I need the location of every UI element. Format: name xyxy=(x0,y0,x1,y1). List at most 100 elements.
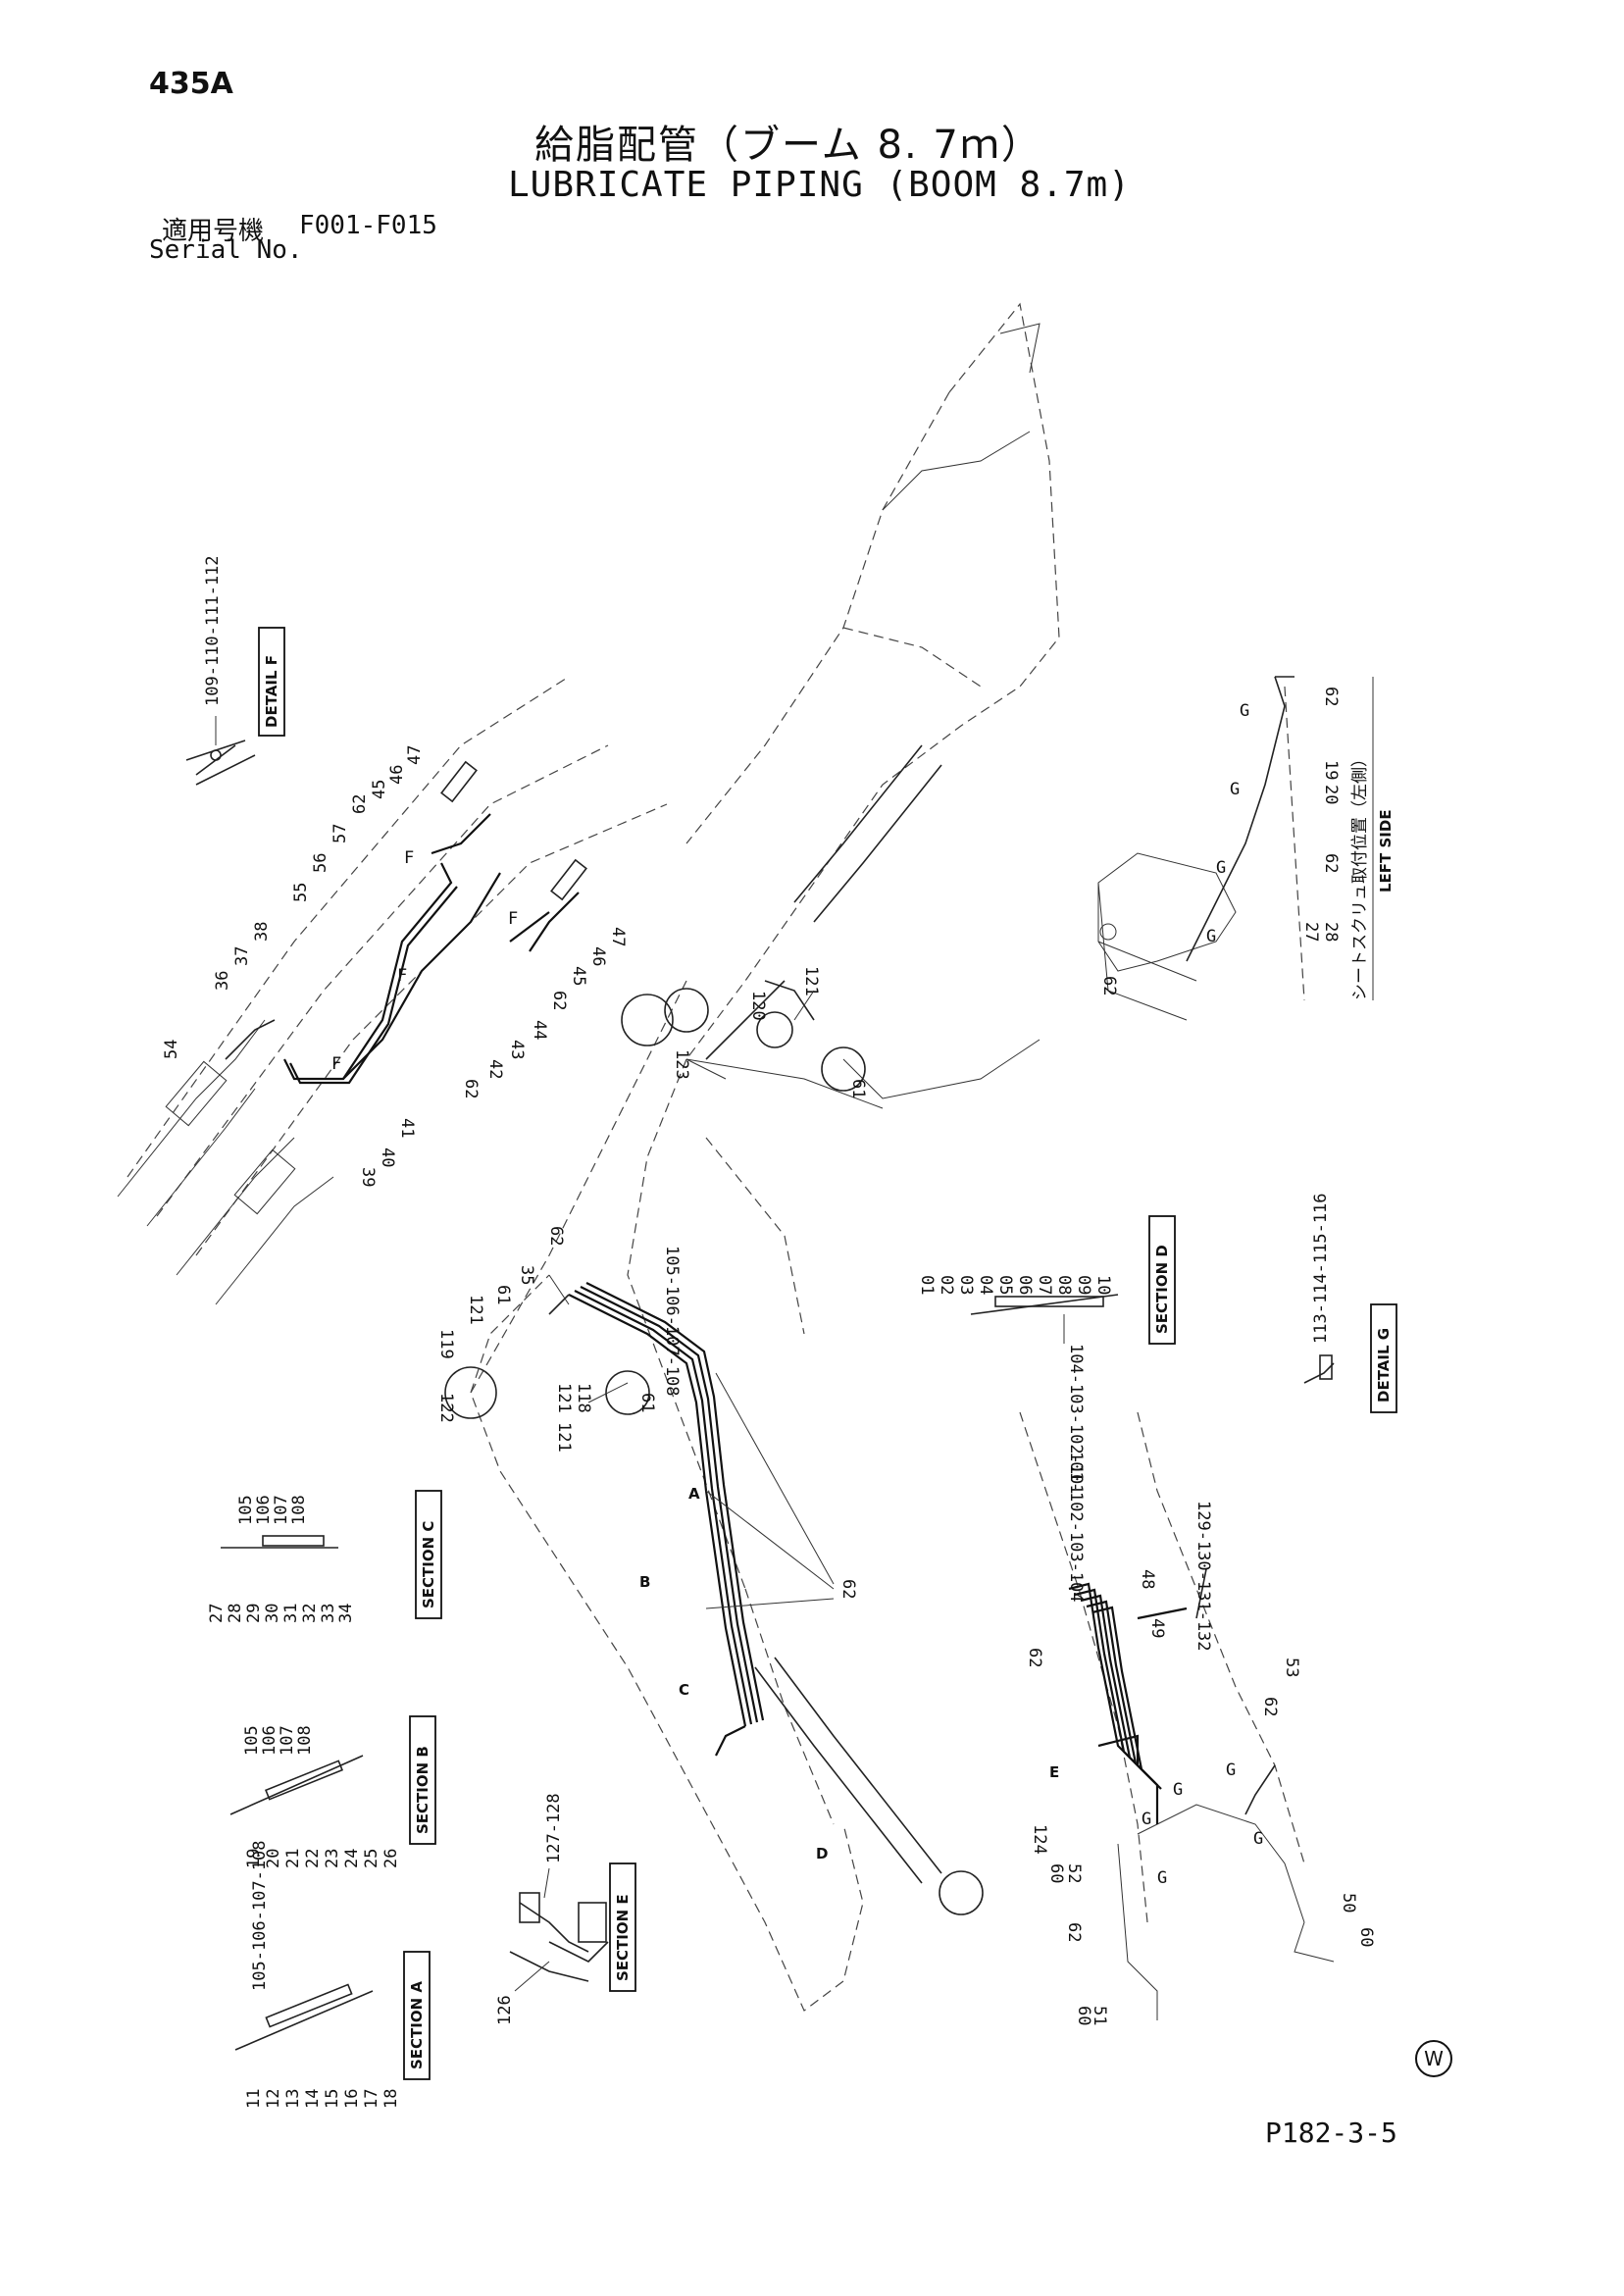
label-42: 42 xyxy=(485,1059,505,1079)
label-61c: 61 xyxy=(637,1393,657,1412)
g-mark-ls-4: G xyxy=(1206,927,1216,946)
label-60c: 60 xyxy=(1356,1927,1376,1947)
label-c-106: 106 xyxy=(254,1495,274,1525)
label-45: 45 xyxy=(370,780,389,799)
label-126: 126 xyxy=(495,1995,515,2025)
label-01: 01 xyxy=(917,1275,937,1295)
label-ls-19: 19 xyxy=(1321,760,1341,780)
label-b-108: 108 xyxy=(295,1725,315,1756)
section-b-title: SECTION B xyxy=(414,1746,431,1834)
label-35: 35 xyxy=(517,1265,536,1285)
g-mark-foot-3: G xyxy=(1157,1868,1167,1888)
label-c-107: 107 xyxy=(272,1495,291,1525)
section-c-title: SECTION C xyxy=(420,1521,437,1608)
label-25: 25 xyxy=(362,1849,381,1868)
label-37: 37 xyxy=(232,946,252,966)
label-33: 33 xyxy=(319,1604,338,1623)
label-ls-27: 27 xyxy=(1301,922,1321,942)
label-08: 08 xyxy=(1054,1275,1074,1295)
label-48: 48 xyxy=(1138,1569,1157,1589)
boom-center-labels: 62 35 61 121 119 122 105-106-107-108 61 … xyxy=(436,1226,858,1609)
boom-upper-labels: 120 121 123 61 xyxy=(672,966,868,1098)
label-57: 57 xyxy=(330,824,350,843)
g-mark-ls-3: G xyxy=(1216,858,1226,878)
g-mark-foot-5: G xyxy=(1253,1829,1263,1849)
label-122: 122 xyxy=(436,1393,456,1423)
g-mark-foot-1: G xyxy=(1142,1810,1151,1829)
label-40: 40 xyxy=(378,1148,397,1167)
label-02: 02 xyxy=(937,1275,956,1295)
label-19: 19 xyxy=(244,1849,264,1868)
label-52: 52 xyxy=(1064,1863,1084,1883)
serial-range: F001-F015 xyxy=(299,211,437,240)
page-title-english: LUBRICATE PIPING (BOOM 8.7m) xyxy=(508,165,1131,205)
serial-label-japanese: 適用号機 xyxy=(162,217,265,246)
label-24: 24 xyxy=(342,1849,362,1868)
label-104-101: 104-103-102-101 xyxy=(1066,1344,1086,1495)
label-121: 121 xyxy=(801,966,821,996)
g-mark-foot-4: G xyxy=(1226,1760,1236,1780)
label-105-108-center: 105-106-107-108 xyxy=(662,1246,682,1397)
label-04: 04 xyxy=(976,1275,995,1295)
detail-g: DETAIL G 113-114-115-116 xyxy=(1303,1193,1397,1413)
label-15: 15 xyxy=(323,2089,342,2109)
left-side-title-en: LEFT SIDE xyxy=(1377,809,1395,893)
upper-left-assembly xyxy=(117,676,668,1305)
label-54: 54 xyxy=(162,1040,181,1059)
label-55: 55 xyxy=(291,883,311,902)
section-markers: A B C D E xyxy=(639,1485,1059,1862)
boom-foot-piping: 101-102-103-104 48 49 129-130-131-132 62… xyxy=(1019,1411,1376,2025)
label-03: 03 xyxy=(956,1275,976,1295)
label-ls-20: 20 xyxy=(1321,785,1341,804)
label-20: 20 xyxy=(264,1849,283,1868)
label-05: 05 xyxy=(995,1275,1015,1295)
label-38: 38 xyxy=(252,922,272,942)
label-49: 49 xyxy=(1147,1618,1167,1638)
label-36: 36 xyxy=(213,971,232,991)
label-b-105: 105 xyxy=(242,1725,262,1756)
label-51: 51 xyxy=(1090,2006,1109,2025)
section-d-title: SECTION D xyxy=(1153,1245,1171,1334)
label-29: 29 xyxy=(244,1604,264,1623)
label-120: 120 xyxy=(748,991,768,1021)
label-123: 123 xyxy=(672,1049,691,1080)
f-mark-3: F xyxy=(404,848,414,868)
section-e-title: SECTION E xyxy=(614,1894,632,1981)
w-mark-symbol: W xyxy=(1415,2040,1452,2077)
page-title-japanese: 給脂配管（ブーム 8. 7ｍ） xyxy=(534,123,1042,168)
section-mark-c: C xyxy=(679,1681,689,1699)
detail-g-title: DETAIL G xyxy=(1375,1328,1393,1403)
section-b: SECTION B xyxy=(229,1715,436,1845)
label-41: 41 xyxy=(397,1118,417,1138)
section-a-title: SECTION A xyxy=(408,1981,426,2069)
label-07: 07 xyxy=(1035,1275,1054,1295)
label-119: 119 xyxy=(436,1329,456,1359)
label-61a: 61 xyxy=(848,1079,868,1098)
label-c-105: 105 xyxy=(236,1495,256,1525)
label-26: 26 xyxy=(381,1849,401,1868)
label-12: 12 xyxy=(264,2089,283,2109)
section-mark-b: B xyxy=(639,1573,650,1591)
f-mark-2: F xyxy=(397,966,407,986)
label-17: 17 xyxy=(362,2089,381,2109)
label-16: 16 xyxy=(342,2089,362,2109)
detail-g-parts: 113-114-115-116 xyxy=(1311,1193,1331,1344)
detail-f-parts: 109-110-111-112 xyxy=(203,555,223,706)
label-11: 11 xyxy=(244,2089,264,2109)
section-a-labels: 105-106-107-108 11 12 13 14 15 16 17 18 xyxy=(244,1840,401,2109)
section-e: SECTION E 127-128 126 xyxy=(495,1793,636,2025)
label-43: 43 xyxy=(507,1040,527,1059)
detail-f: DETAIL F 109-110-111-112 xyxy=(185,555,285,786)
label-62c: 62 xyxy=(549,991,569,1010)
label-62: 62 xyxy=(350,794,370,814)
label-23: 23 xyxy=(323,1849,342,1868)
label-62-foot-a: 62 xyxy=(1025,1648,1044,1667)
label-53: 53 xyxy=(1282,1658,1301,1677)
label-06: 06 xyxy=(1015,1275,1035,1295)
label-10: 10 xyxy=(1093,1275,1113,1295)
detail-f-title: DETAIL F xyxy=(263,655,280,728)
label-14: 14 xyxy=(303,2089,323,2109)
label-50: 50 xyxy=(1339,1893,1358,1913)
label-62-center: 62 xyxy=(546,1226,566,1246)
